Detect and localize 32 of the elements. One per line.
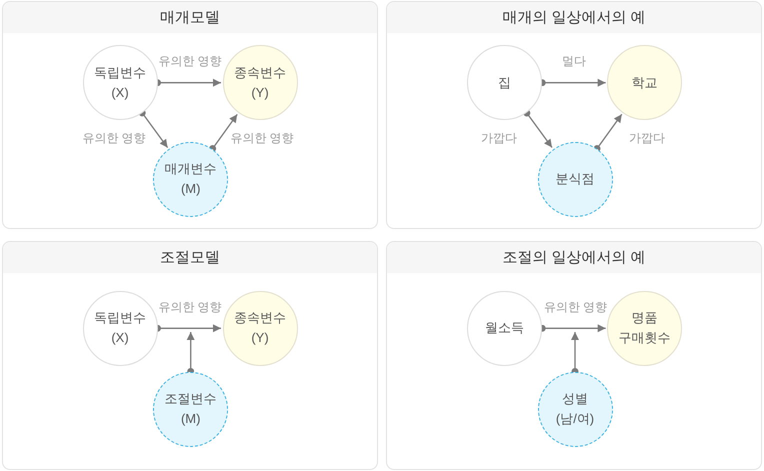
- circle-node: 학교: [607, 45, 682, 120]
- circle-node: 독립변수 (X): [82, 290, 158, 366]
- panel: [2, 1, 378, 229]
- circle-node: 성별 (남/여): [538, 372, 612, 446]
- edge-label: 유의한 영향: [544, 298, 608, 315]
- circle-node: 집: [467, 45, 542, 120]
- title-bar: 매개모델: [3, 2, 377, 33]
- arrow: [138, 109, 168, 148]
- circle-node: 종속변수 (Y): [222, 45, 298, 120]
- arrow: [594, 114, 622, 152]
- edge-label: 가깝다: [481, 130, 517, 146]
- circle-node: 독립변수 (X): [82, 45, 158, 120]
- circle-node: 조절변수 (M): [153, 372, 228, 446]
- arrow: [209, 114, 238, 152]
- circle-node: 분식점: [538, 142, 612, 216]
- edge-label: 유의한 영향: [82, 130, 146, 146]
- panel: [386, 241, 762, 470]
- title-bar: 조절모델: [3, 242, 377, 273]
- circle-node: 명품 구매횟수: [607, 290, 682, 366]
- title-bar: 매개의 일상에서의 예: [387, 2, 761, 33]
- title-bar: 조절의 일상에서의 예: [387, 242, 761, 273]
- circle-node: 매개변수 (M): [153, 142, 228, 216]
- edge-label: 멀다: [562, 53, 586, 69]
- circle-node: 월소득: [467, 290, 542, 366]
- edge-label: 유의한 영향: [230, 130, 294, 146]
- arrow: [523, 110, 553, 148]
- edge-label: 유의한 영향: [158, 298, 222, 315]
- panel: [386, 1, 762, 229]
- edge-label: 유의한 영향: [158, 53, 222, 69]
- circle-node: 종속변수 (Y): [222, 290, 298, 366]
- panel: [2, 241, 378, 470]
- edge-label: 가깝다: [629, 130, 665, 146]
